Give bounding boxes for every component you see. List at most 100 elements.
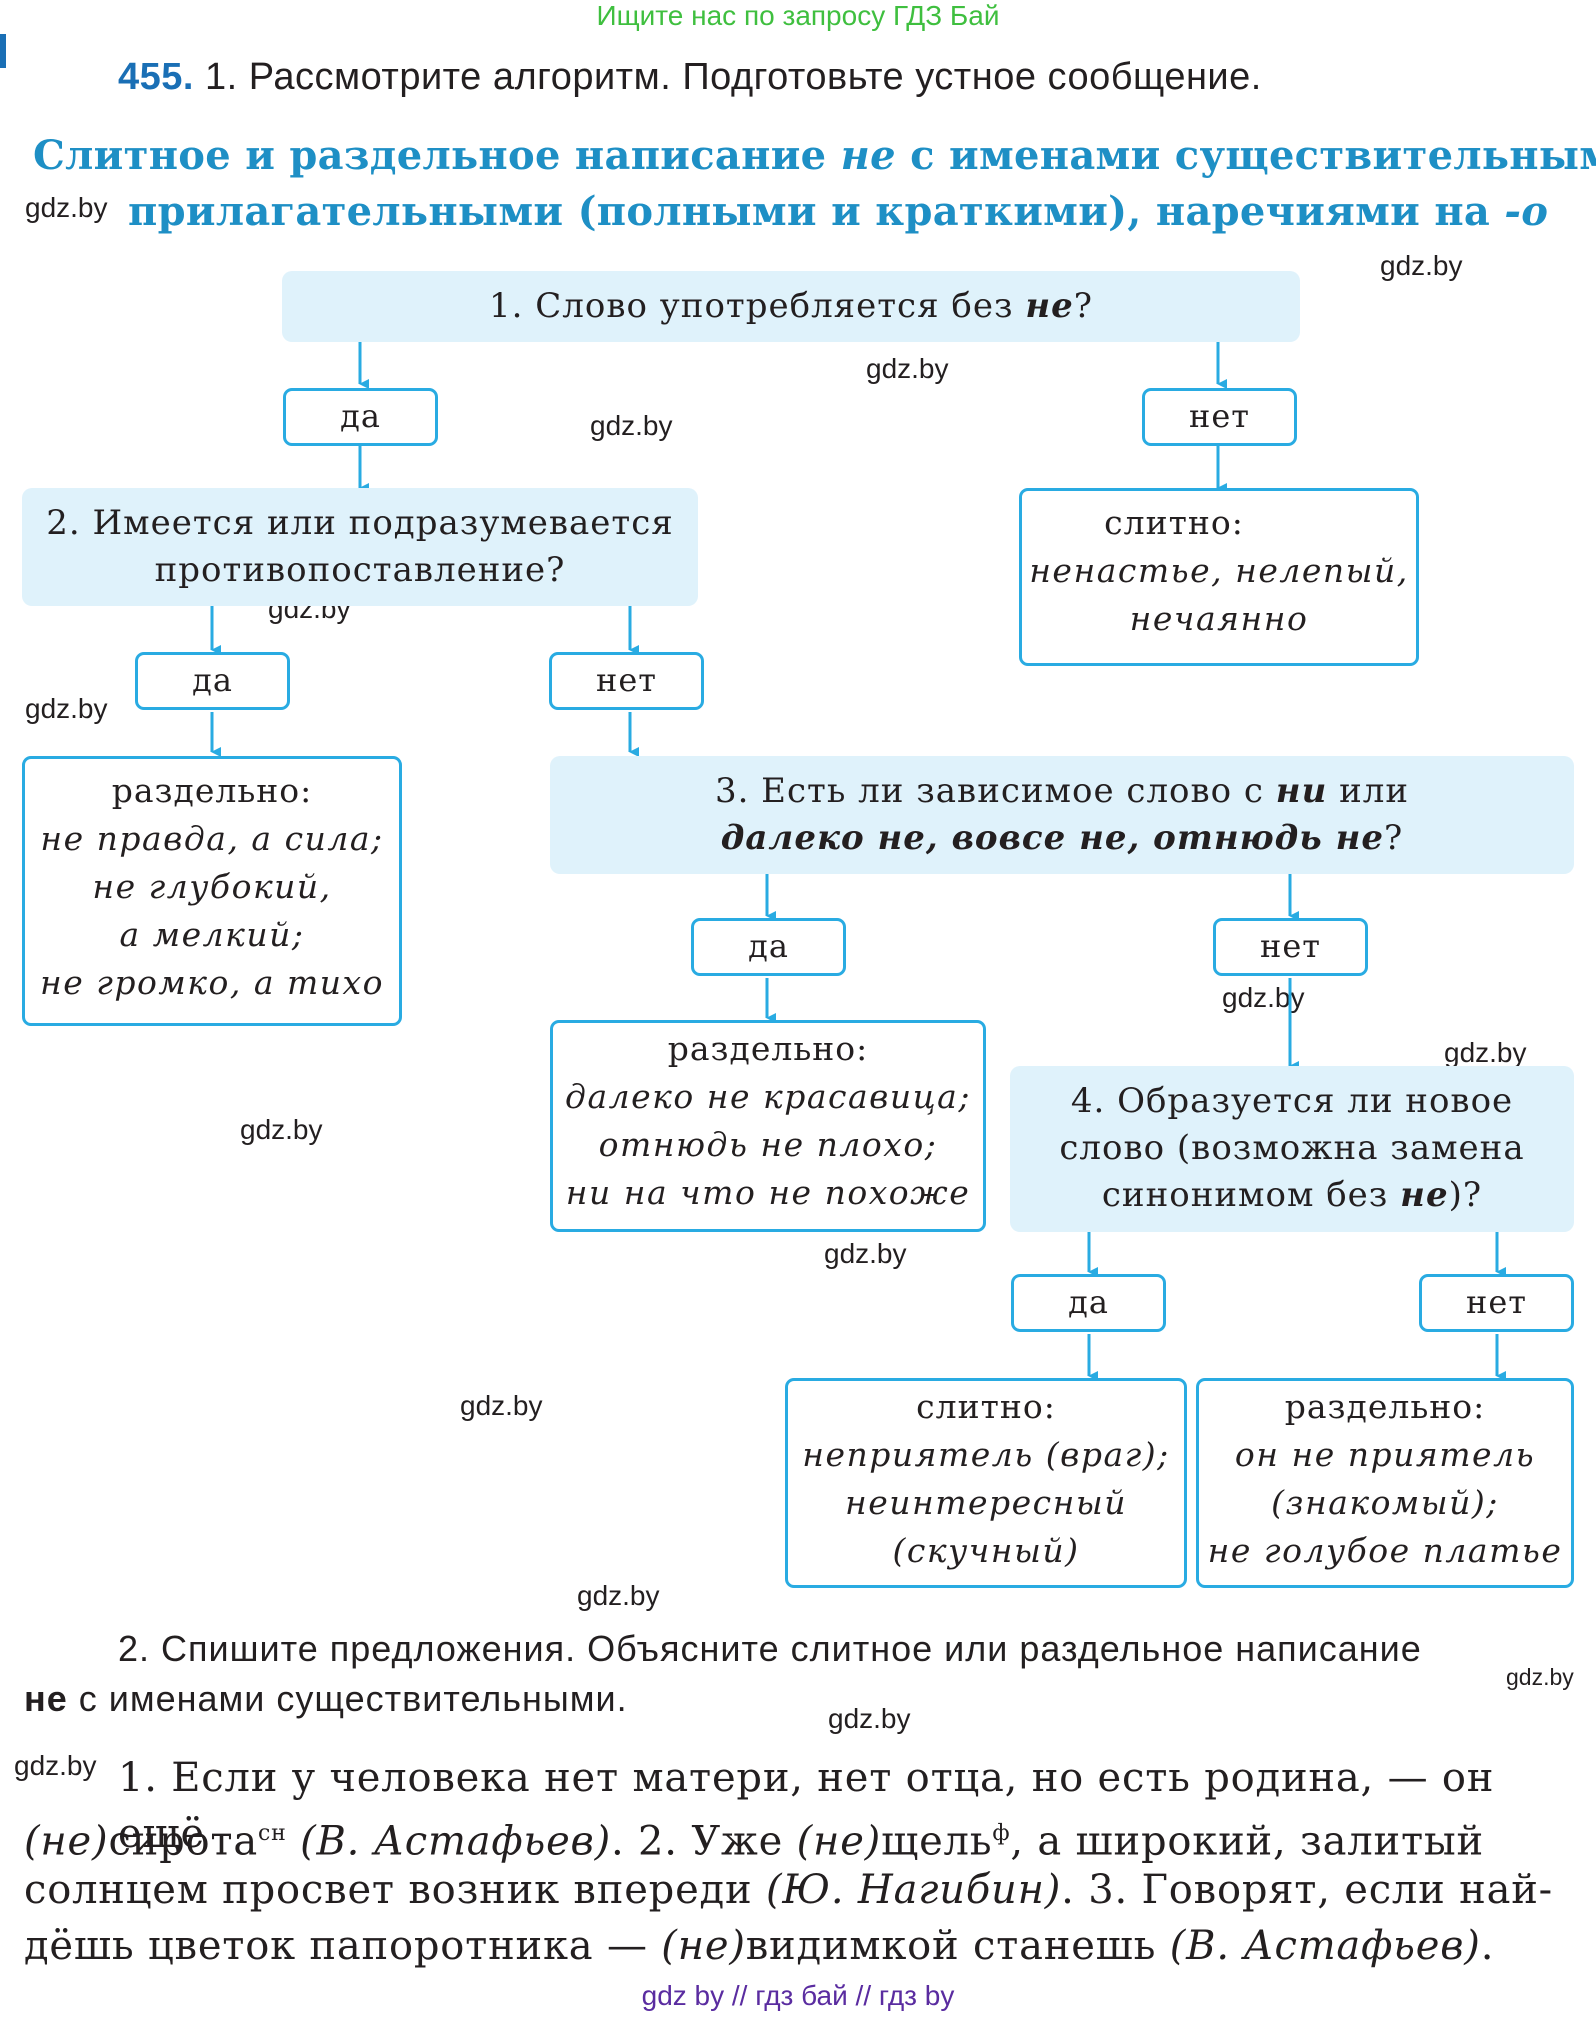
result-title: слитно: bbox=[916, 1387, 1056, 1426]
question-2-box: 2. Имеется или подразумевается противопо… bbox=[22, 488, 698, 606]
result-title: раздельно: bbox=[1284, 1387, 1486, 1426]
watermark: gdz.by bbox=[590, 410, 673, 441]
question-text: ? bbox=[1383, 818, 1404, 858]
question-1-box: 1. Слово употребляется без не? bbox=[282, 271, 1300, 342]
sentence-text: . 2. Уже bbox=[611, 1818, 797, 1865]
result-example: ни на что не похоже bbox=[565, 1173, 971, 1212]
footnote-mark: сн bbox=[257, 1821, 287, 1846]
sentence-line-3: солнцем просвет возник впереди (Ю. Нагиб… bbox=[24, 1862, 1578, 1918]
heading-part: прилагательными (полными и краткими), на… bbox=[128, 188, 1505, 235]
heading-italic: -о bbox=[1504, 188, 1549, 235]
watermark: gdz.by bbox=[1444, 1037, 1527, 1068]
heading-part: Слитное и раздельное написание bbox=[33, 132, 841, 179]
watermark: gdz.by bbox=[866, 353, 949, 384]
sentence-line-2: (не)сиротасн (В. Астафьев). 2. Уже (не)щ… bbox=[24, 1806, 1578, 1869]
task-2-text: с именами существительными. bbox=[67, 1678, 628, 1719]
result-title: слитно: bbox=[1104, 503, 1244, 542]
sentence-italic: (не) bbox=[796, 1818, 882, 1865]
watermark: gdz.by bbox=[240, 1114, 323, 1145]
result-title: раздельно: bbox=[667, 1029, 869, 1068]
answer-no-1: нет bbox=[1142, 388, 1297, 446]
sentence-line-1: 1. Если у человека нет матери, нет отца,… bbox=[118, 1755, 1495, 1857]
watermark: gdz.by bbox=[25, 192, 108, 223]
heading-italic: не bbox=[840, 132, 896, 179]
question-emphasis: ни bbox=[1275, 771, 1328, 811]
sentence-text: солнцем просвет возник впереди bbox=[24, 1867, 766, 1913]
question-4-box: 4. Образуется ли новое слово (возможна з… bbox=[1010, 1066, 1574, 1232]
sentence-text: , а широкий, залитый bbox=[1010, 1818, 1484, 1865]
heading-line-1: Слитное и раздельное написание не с имен… bbox=[33, 132, 1596, 179]
result-example: ненастье, нелепый, bbox=[1029, 551, 1409, 590]
watermark: gdz.by bbox=[577, 1580, 660, 1611]
question-emphasis: далеко не, вовсе не, отнюдь не bbox=[720, 818, 1384, 858]
question-line: далеко не, вовсе не, отнюдь не? bbox=[550, 815, 1574, 862]
sentence-text: дёшь цветок папоротника — bbox=[24, 1923, 662, 1969]
result-separate-3: раздельно: далеко не красавица; отнюдь н… bbox=[550, 1020, 986, 1232]
answer-no-4: нет bbox=[1419, 1274, 1574, 1332]
sentence-author: (В. Астафьев) bbox=[300, 1818, 612, 1865]
result-separate-5: раздельно: он не приятель (знакомый); не… bbox=[1196, 1378, 1574, 1588]
sentence-text: сирота bbox=[108, 1818, 258, 1865]
task-2-bold: не bbox=[24, 1678, 68, 1719]
result-example: не громко, а тихо bbox=[39, 963, 385, 1002]
sentence-text: . 3. Говорят, если най- bbox=[1061, 1867, 1553, 1913]
answer-yes-2: да bbox=[135, 652, 290, 710]
result-example: далеко не красавица; bbox=[565, 1077, 971, 1116]
watermark: gdz.by bbox=[460, 1390, 543, 1421]
sentence-text: щель bbox=[881, 1818, 993, 1865]
task-2-line-2: не с именами существительными. bbox=[24, 1678, 628, 1720]
result-example: (скучный) bbox=[892, 1531, 1080, 1570]
answer-yes-4: да bbox=[1011, 1274, 1166, 1332]
result-example: не глубокий, bbox=[92, 867, 332, 906]
question-text: 1. Слово употребляется без bbox=[489, 286, 1026, 326]
watermark: gdz.by bbox=[1506, 1664, 1574, 1690]
question-text: )? bbox=[1448, 1175, 1483, 1215]
question-text: или bbox=[1327, 771, 1410, 811]
footnote-mark: ф bbox=[992, 1821, 1011, 1846]
sentence-text: видимкой станешь bbox=[745, 1923, 1170, 1969]
question-text: 3. Есть ли зависимое слово с bbox=[714, 771, 1276, 811]
result-example: нечаянно bbox=[1129, 599, 1309, 638]
result-example: не правда, а сила; bbox=[40, 819, 384, 858]
question-text: ? bbox=[1073, 286, 1093, 326]
result-example: (знакомый); bbox=[1271, 1483, 1499, 1522]
result-example: не голубое платье bbox=[1207, 1531, 1563, 1570]
watermark: gdz.by bbox=[1380, 250, 1463, 281]
result-title: раздельно: bbox=[111, 771, 313, 810]
question-text: противопоставление? bbox=[154, 550, 566, 590]
sentence-text bbox=[287, 1818, 301, 1864]
sentence-text: . bbox=[1480, 1923, 1495, 1969]
task-header: 455. 1. Рассмотрите алгоритм. Подготовьт… bbox=[118, 56, 1262, 99]
answer-yes-3: да bbox=[691, 918, 846, 976]
watermark: gdz.by bbox=[14, 1750, 97, 1781]
sentence-italic: (не) bbox=[24, 1818, 109, 1865]
question-emphasis: не bbox=[1025, 286, 1074, 326]
heading-line-2: прилагательными (полными и краткими), на… bbox=[128, 188, 1548, 235]
result-example: он не приятель bbox=[1234, 1435, 1536, 1474]
margin-marker bbox=[0, 34, 6, 68]
result-solid-1: слитно: ненастье, нелепый, нечаянно bbox=[1019, 488, 1419, 666]
question-emphasis: не bbox=[1400, 1175, 1449, 1215]
answer-no-3: нет bbox=[1213, 918, 1368, 976]
result-example: а мелкий; bbox=[119, 915, 305, 954]
question-text: 4. Образуется ли новое bbox=[1070, 1081, 1514, 1121]
top-note: Ищите нас по запросу ГДЗ Бай bbox=[596, 0, 1000, 31]
bottom-note: gdz by // гдз бай // гдз by bbox=[641, 1980, 955, 2011]
answer-yes-1: да bbox=[283, 388, 438, 446]
question-line: синонимом без не)? bbox=[1010, 1172, 1574, 1219]
watermark: gdz.by bbox=[828, 1703, 911, 1734]
sentence-author: (В. Астафьев) bbox=[1169, 1923, 1481, 1969]
result-solid-4: слитно: неприятель (враг); неинтересный … bbox=[785, 1378, 1187, 1588]
result-separate-2: раздельно: не правда, а сила; не глубоки… bbox=[22, 756, 402, 1026]
watermark: gdz.by bbox=[25, 693, 108, 724]
answer-no-2: нет bbox=[549, 652, 704, 710]
sentence-italic: (не) bbox=[661, 1923, 746, 1969]
task-text: 1. Рассмотрите алгоритм. Подготовьте уст… bbox=[205, 56, 1262, 98]
flowchart-arrows bbox=[210, 340, 1506, 1381]
question-line: 3. Есть ли зависимое слово с ни или bbox=[550, 768, 1574, 815]
result-example: неинтересный bbox=[844, 1483, 1128, 1522]
result-example: отнюдь не плохо; bbox=[598, 1125, 938, 1164]
sentence-line-4: дёшь цветок папоротника — (не)видимкой с… bbox=[24, 1918, 1578, 1974]
question-text: 2. Имеется или подразумевается bbox=[46, 503, 674, 543]
watermark: gdz.by bbox=[824, 1238, 907, 1269]
